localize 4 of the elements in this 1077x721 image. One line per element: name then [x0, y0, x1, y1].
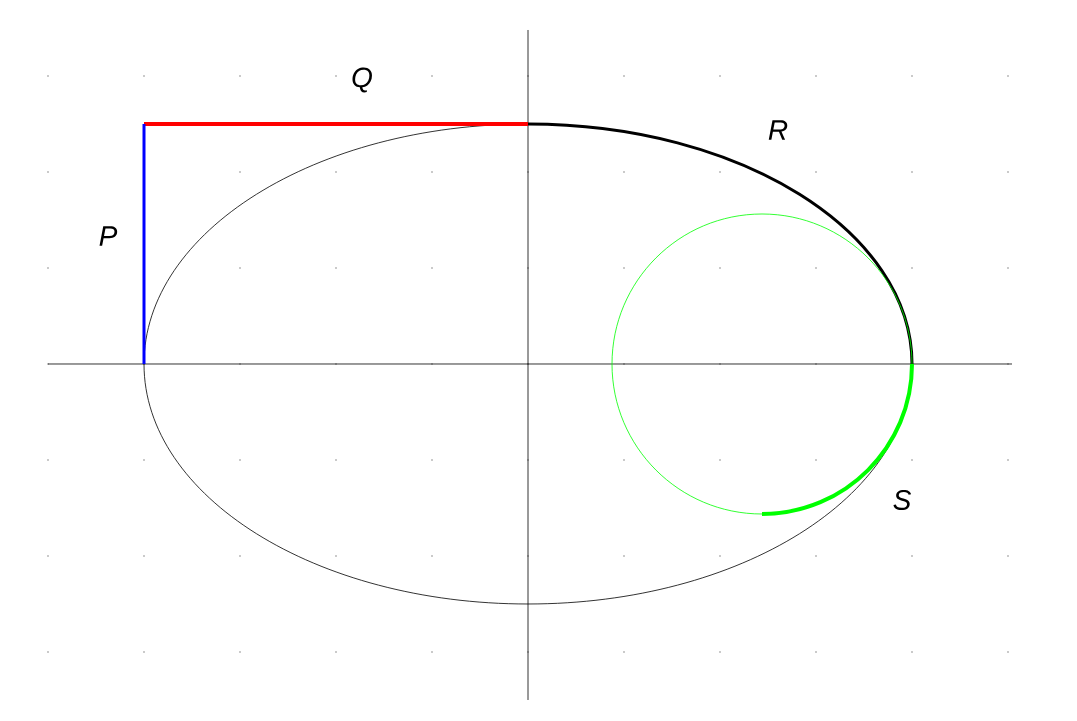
segment-label: S	[893, 490, 912, 510]
segment-label: P	[99, 226, 118, 246]
segment-label: Q	[352, 67, 372, 93]
segment-label: R	[768, 120, 788, 140]
